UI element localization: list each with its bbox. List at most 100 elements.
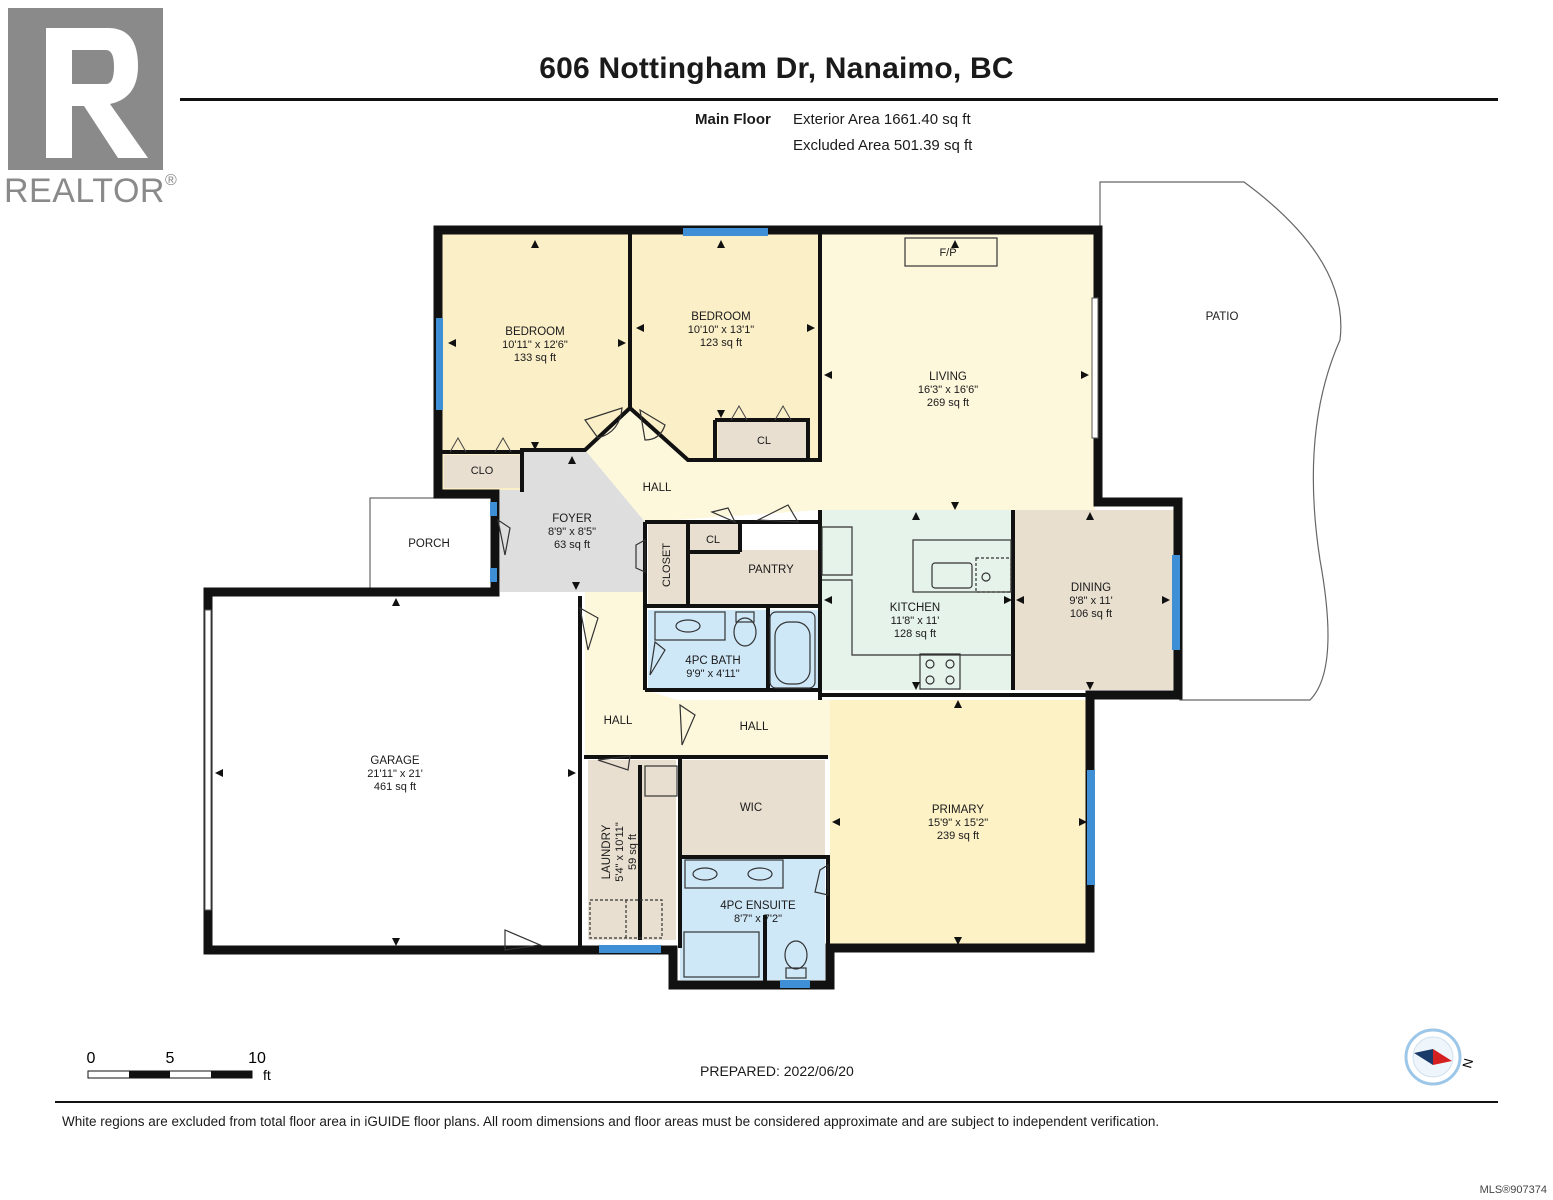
clo-label: CLO [471, 465, 494, 477]
garage-dims: 21'11" x 21' [367, 768, 423, 780]
wic-label: WIC [740, 802, 762, 814]
room-labels: BEDROOM 10'11" x 12'6" 133 sq ft BEDROOM… [367, 247, 1238, 925]
garage-area-text: 461 sq ft [374, 781, 416, 793]
compass-north-label: N [1459, 1057, 1476, 1070]
exterior-walls [203, 225, 1183, 990]
laundry-dims: 5'4" x 10'11" [614, 822, 626, 882]
realtor-wordmark: REALTOR® [4, 172, 178, 210]
hall2-area [585, 592, 678, 755]
primary-area [830, 700, 1090, 945]
realtor-r-icon [8, 8, 163, 170]
clo-area [444, 455, 520, 488]
kitchen-name: KITCHEN [890, 602, 940, 614]
hall3-area [678, 700, 830, 758]
hall1-area [585, 408, 820, 522]
pantry-area [688, 550, 818, 606]
primary-dims: 15'9" x 15'2" [928, 817, 988, 829]
bath-dims: 9'9" x 4'11" [686, 668, 739, 680]
ensuite-shower [683, 931, 760, 978]
cl3-area [688, 524, 738, 550]
excluded-area: Excluded Area 501.39 sq ft [793, 137, 973, 154]
bedroom2-dims: 10'10" x 13'1" [688, 324, 755, 336]
doors [497, 407, 829, 951]
bedroom2-name: BEDROOM [691, 311, 750, 323]
living-dims: 16'3" x 16'6" [918, 384, 978, 396]
foyer-area-text: 63 sq ft [554, 539, 590, 551]
cl-label-hall: CL [706, 534, 720, 546]
dining-dims: 9'8" x 11' [1069, 595, 1112, 607]
page-title: 606 Nottingham Dr, Nanaimo, BC [539, 52, 1014, 85]
kitchen-dims: 11'8" x 11' [891, 615, 940, 627]
ensuite-vanity [684, 859, 784, 889]
patio-outline [1099, 181, 1342, 701]
mls-number: MLS®907374 [1479, 1184, 1547, 1196]
realtor-logo: REALTOR® [4, 8, 178, 218]
ensuite-toilet [784, 940, 808, 970]
bath-vanity [654, 611, 726, 641]
closet-markers [449, 404, 792, 453]
bedroom1-area-text: 133 sq ft [514, 352, 556, 364]
primary-area-text: 239 sq ft [937, 830, 979, 842]
garage-door [204, 609, 212, 911]
laundry-name: LAUNDRY [601, 824, 613, 879]
closet-area [648, 524, 688, 606]
laundry-area [588, 760, 676, 940]
laundry-area-text: 59 sq ft [627, 834, 639, 870]
hall-label-1: HALL [643, 482, 672, 494]
kitchen-area [820, 510, 1012, 690]
bedroom2-area [630, 233, 820, 460]
prepared-date: PREPARED: 2022/06/20 [700, 1063, 854, 1079]
scale-tick-5: 5 [166, 1050, 175, 1067]
floor-name: Main Floor [695, 111, 771, 128]
ensuite-name: 4PC ENSUITE [720, 900, 796, 912]
fireplace-label: F/P [939, 247, 956, 259]
scale-tick-10: 10 [248, 1050, 266, 1067]
garage-name: GARAGE [370, 755, 420, 767]
foyer-dims: 8'9" x 8'5" [548, 526, 596, 538]
bedroom1-dims: 10'11" x 12'6" [502, 339, 568, 351]
title-rule [180, 98, 1498, 101]
foyer-name: FOYER [552, 513, 592, 525]
bath-name: 4PC BATH [685, 655, 740, 667]
compass-icon: N [1404, 1028, 1476, 1086]
disclaimer: White regions are excluded from total fl… [62, 1114, 1160, 1129]
hall-label-3: HALL [740, 721, 769, 733]
dining-area [1012, 510, 1175, 690]
scale-bar: 0 5 10 ft [87, 1050, 271, 1083]
porch-label: PORCH [408, 538, 450, 550]
cl2-area [718, 422, 808, 458]
laundry-sink [644, 765, 678, 797]
scale-tick-0: 0 [87, 1050, 96, 1067]
bath-toilet [733, 617, 757, 647]
fireplace [904, 237, 998, 267]
dimension-arrows [215, 240, 1170, 946]
bathtub [769, 611, 816, 689]
garage-area [212, 596, 580, 948]
living-area-text: 269 sq ft [927, 397, 969, 409]
fixtures [589, 237, 1012, 979]
dining-area-text: 106 sq ft [1070, 608, 1112, 620]
scale-unit: ft [263, 1067, 271, 1083]
dining-name: DINING [1071, 582, 1111, 594]
interior-walls [442, 232, 1092, 985]
living-slider [1091, 297, 1099, 439]
primary-name: PRIMARY [932, 804, 985, 816]
stove [919, 653, 961, 690]
living-name: LIVING [929, 371, 967, 383]
bedroom1-name: BEDROOM [505, 326, 564, 338]
patio-label: PATIO [1206, 311, 1239, 323]
bedroom2-area-text: 123 sq ft [700, 337, 742, 349]
exterior-area: Exterior Area 1661.40 sq ft [793, 111, 971, 128]
footer-rule [55, 1101, 1498, 1103]
hall-label-2: HALL [604, 715, 633, 727]
pantry-label: PANTRY [748, 564, 794, 576]
closet-label: CLOSET [661, 543, 673, 587]
kitchen-area-text: 128 sq ft [894, 628, 936, 640]
wic-area [680, 760, 825, 855]
foyer-area [500, 450, 645, 592]
living-area [820, 233, 1095, 510]
cl-label-bedroom: CL [757, 435, 771, 447]
windows [436, 228, 1180, 988]
bedroom1-area [440, 233, 630, 490]
